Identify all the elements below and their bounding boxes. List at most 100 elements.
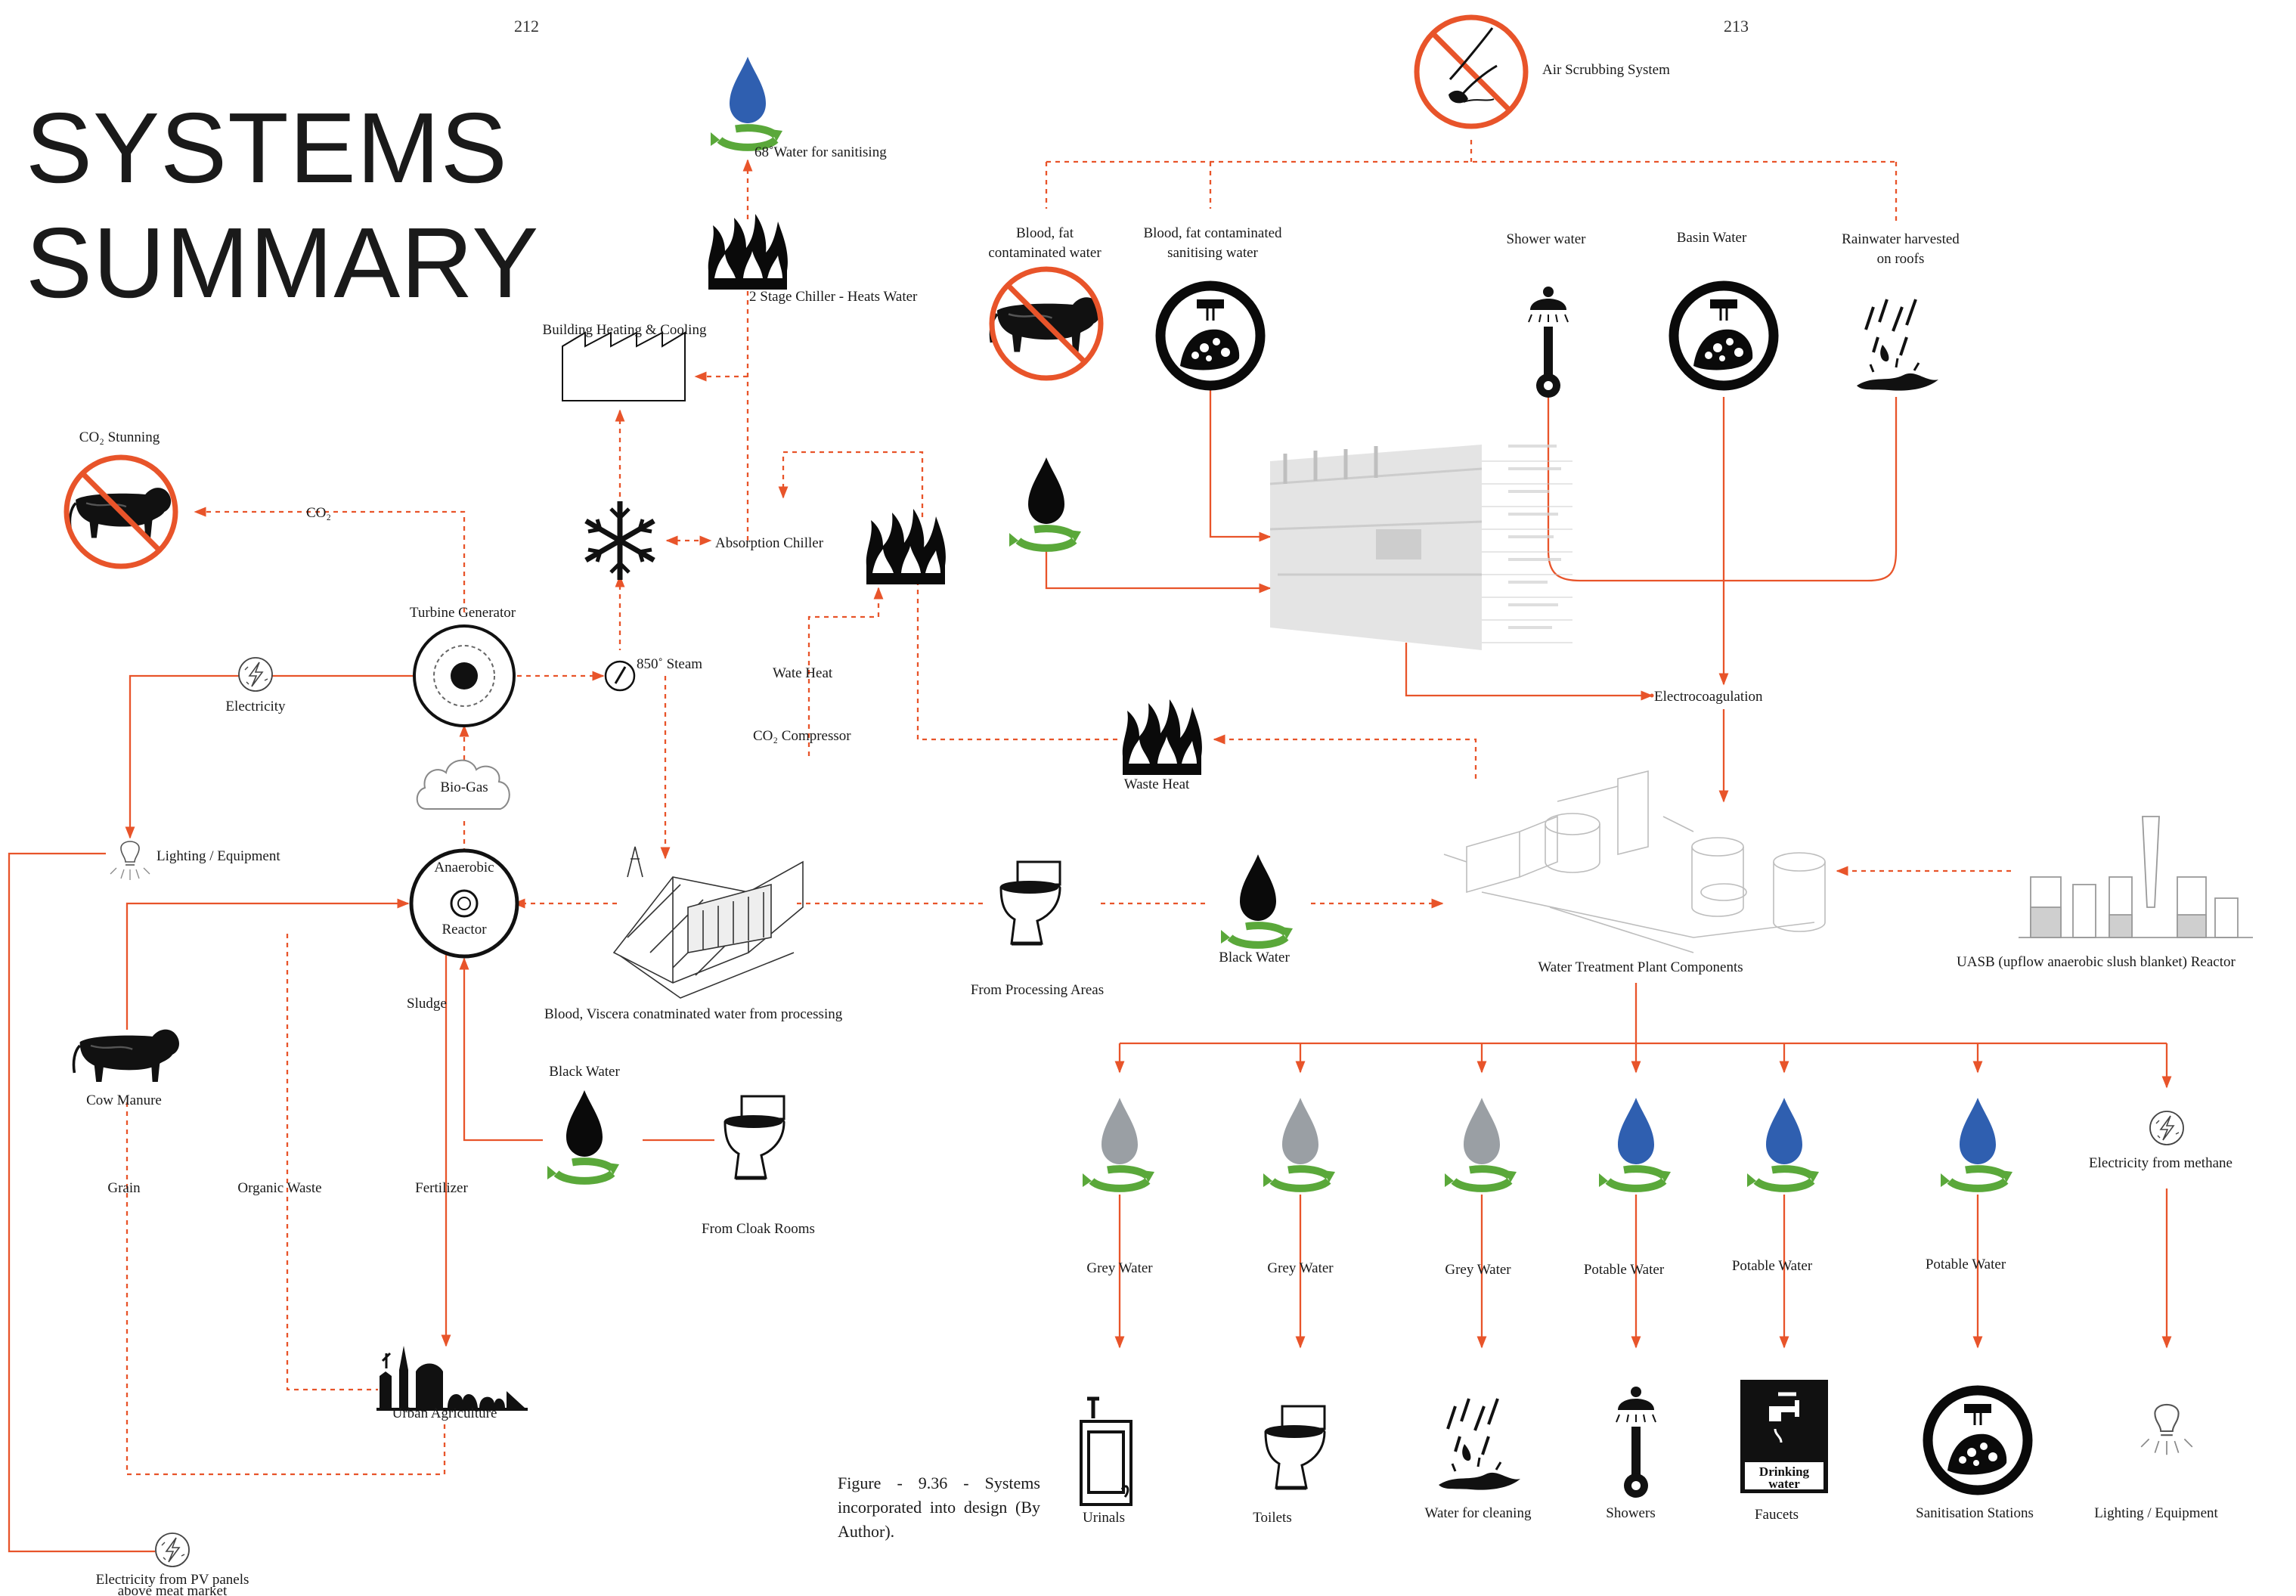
uasb-reactor-sketch bbox=[2019, 816, 2253, 938]
label-blood-fat-1: Blood, fat bbox=[1016, 225, 1074, 241]
air-scrubbing-icon bbox=[1417, 17, 1526, 126]
page-title: SYSTEMS SUMMARY bbox=[26, 91, 539, 321]
label-co2-compressor: CO₂ Compressor bbox=[753, 728, 851, 744]
label-waste-heat: Waste Heat bbox=[1123, 776, 1190, 792]
label-absorption-chiller: Absorption Chiller bbox=[715, 535, 824, 551]
label-urban-agriculture: Urban Agriculture bbox=[392, 1405, 497, 1421]
black-drop-icon bbox=[1009, 457, 1081, 548]
water-drop-blue-icon bbox=[711, 57, 782, 147]
label-turbine-generator: Turbine Generator bbox=[409, 605, 516, 621]
grey-water-drop-icon bbox=[1445, 1098, 1517, 1188]
label-electrocoagulation: Electrocoagulation bbox=[1654, 689, 1763, 705]
factory-icon bbox=[562, 331, 686, 401]
sanitisation-handwash-icon bbox=[1928, 1390, 2028, 1490]
label-wate-heat: Wate Heat bbox=[773, 665, 833, 681]
label-potable-water-2: Potable Water bbox=[1731, 1258, 1813, 1274]
water-treatment-sketch bbox=[1443, 770, 1826, 953]
label-black-water-mid: Black Water bbox=[1219, 950, 1290, 965]
black-water-drop-left-icon bbox=[547, 1090, 619, 1181]
label-blood-fat-san-1: Blood, fat contaminated bbox=[1143, 225, 1282, 241]
label-potable-water-1: Potable Water bbox=[1583, 1262, 1665, 1278]
co2-stunning-icon bbox=[67, 457, 175, 566]
potable-water-drop-icon bbox=[1941, 1098, 2012, 1188]
label-showers: Showers bbox=[1606, 1505, 1656, 1521]
waste-heat-flame-icon bbox=[1122, 699, 1202, 775]
biogas-cloud-icon bbox=[416, 759, 510, 810]
label-air-scrubbing: Air Scrubbing System bbox=[1542, 62, 1670, 78]
grey-water-drop-icon bbox=[1083, 1098, 1154, 1188]
steam-gauge-icon bbox=[604, 660, 636, 692]
title-line-1: SYSTEMS bbox=[26, 92, 508, 203]
grey-water-drop-icon bbox=[1263, 1098, 1335, 1188]
electricity-icon bbox=[238, 657, 273, 692]
urban-agriculture-icon bbox=[376, 1346, 528, 1411]
label-lighting-equipment-left: Lighting / Equipment bbox=[156, 848, 280, 864]
label-building-heating: Building Heating & Cooling bbox=[542, 322, 707, 338]
electrocoagulation-node bbox=[1650, 693, 1654, 698]
label-blood-fat-san-2: sanitising water bbox=[1167, 245, 1258, 261]
label-black-water-left: Black Water bbox=[549, 1064, 620, 1080]
drinking-sign-text-2: water bbox=[1768, 1477, 1800, 1491]
label-electricity-pv-1: Electricity from PV panels bbox=[95, 1572, 249, 1588]
label-water-cleaning: Water for cleaning bbox=[1424, 1505, 1532, 1521]
label-steam: 850˚ Steam bbox=[637, 656, 703, 672]
figure-caption: Figure - 9.36 - Systems incorporated int… bbox=[838, 1474, 1040, 1541]
label-electricity: Electricity bbox=[225, 699, 286, 714]
shower-icon bbox=[1528, 286, 1569, 398]
label-toilets: Toilets bbox=[1253, 1510, 1292, 1526]
label-water-sanitising: 68˚Water for sanitising bbox=[754, 144, 887, 160]
label-blood-fat-2: contaminated water bbox=[988, 245, 1102, 261]
label-faucets: Faucets bbox=[1754, 1507, 1799, 1523]
cow-icon bbox=[72, 1027, 181, 1083]
lighting-bulb-icon bbox=[110, 841, 150, 881]
absorption-flame-icon bbox=[866, 509, 946, 584]
label-from-processing: From Processing Areas bbox=[970, 982, 1105, 998]
lighting-bulb-right-icon bbox=[2140, 1403, 2193, 1456]
cleaning-rain-icon bbox=[1437, 1397, 1522, 1492]
label-rainwater-1: Rainwater harvested bbox=[1842, 231, 1960, 247]
label-grey-water-3: Grey Water bbox=[1445, 1262, 1511, 1278]
building-sketch-icon bbox=[612, 846, 804, 999]
label-electricity-pv-2: above meat market bbox=[117, 1587, 228, 1596]
label-biogas: Bio-Gas bbox=[440, 779, 488, 795]
methane-electricity-icon bbox=[2149, 1111, 2184, 1145]
toilet-processing-icon bbox=[1001, 862, 1060, 944]
turbine-generator-icon bbox=[413, 624, 516, 727]
label-from-cloak: From Cloak Rooms bbox=[702, 1221, 815, 1237]
handwash-icon bbox=[1160, 286, 1260, 386]
label-sanitisation: Sanitisation Stations bbox=[1916, 1505, 2034, 1521]
label-sludge: Sludge bbox=[407, 996, 447, 1012]
blood-fat-cow-icon bbox=[991, 269, 1101, 378]
label-anaerobic: Anaerobic bbox=[434, 860, 494, 875]
label-basin-water: Basin Water bbox=[1676, 230, 1747, 246]
flow-lines bbox=[125, 140, 2011, 1476]
label-urinals: Urinals bbox=[1083, 1510, 1125, 1526]
pv-electricity-icon bbox=[155, 1532, 190, 1567]
black-water-drop-icon bbox=[1221, 854, 1293, 945]
label-co2-stunning: CO₂ Stunning bbox=[79, 429, 160, 445]
title-line-2: SUMMARY bbox=[26, 207, 540, 318]
shower-output-icon bbox=[1616, 1386, 1656, 1498]
label-shower-water: Shower water bbox=[1506, 231, 1586, 247]
toilet-icon bbox=[1266, 1406, 1325, 1488]
toilet-cloak-icon bbox=[725, 1096, 784, 1178]
basin-handwash-icon bbox=[1674, 286, 1774, 386]
label-reactor: Reactor bbox=[442, 922, 487, 937]
label-potable-water-3: Potable Water bbox=[1925, 1257, 2006, 1272]
potable-water-drop-icon bbox=[1747, 1098, 1819, 1188]
treatment-render-image bbox=[1269, 445, 1572, 650]
label-grey-water-2: Grey Water bbox=[1267, 1260, 1334, 1276]
label-organic-waste: Organic Waste bbox=[237, 1180, 322, 1196]
drinking-sign-text-1: Drinking bbox=[1759, 1464, 1810, 1479]
solid-lines bbox=[8, 336, 2172, 1553]
label-fertilizer: Fertilizer bbox=[415, 1180, 468, 1196]
label-uasb: UASB (upflow anaerobic slush blanket) Re… bbox=[1957, 954, 2236, 970]
label-cow-manure: Cow Manure bbox=[86, 1092, 162, 1108]
label-electricity-methane: Electricity from methane bbox=[2089, 1155, 2232, 1171]
page-number-right: 213 bbox=[1724, 17, 1749, 36]
label-rainwater-2: on roofs bbox=[1876, 251, 1925, 267]
label-chiller2: 2 Stage Chiller - Heats Water bbox=[749, 289, 918, 305]
label-blood-viscera: Blood, Viscera conatminated water from p… bbox=[544, 1006, 843, 1022]
label-grey-water-1: Grey Water bbox=[1086, 1260, 1153, 1276]
